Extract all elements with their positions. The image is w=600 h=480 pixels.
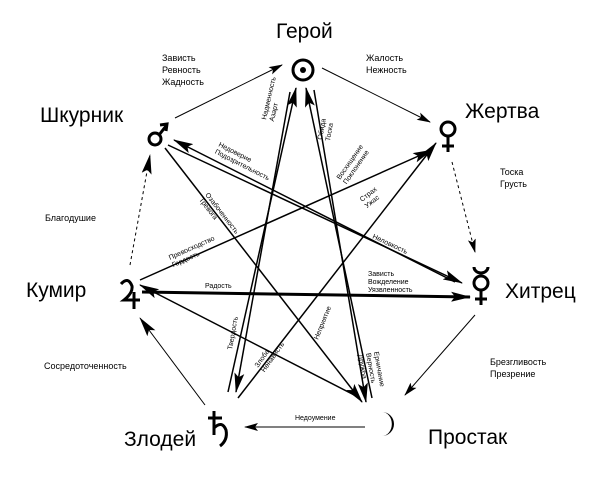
svg-text:Неприятие: Неприятие [313,305,333,340]
svg-text:Тоска: Тоска [325,122,335,141]
label-kumir-khitrets: Радость [205,283,232,290]
svg-text:Азарт: Азарт [269,102,280,123]
svg-text:Вожделение: Вожделение [368,279,409,286]
svg-text:Зависть: Зависть [368,271,394,278]
sun-symbol-icon [291,58,315,82]
label-shkurnik-khitrets: Неловкость [371,233,409,256]
svg-text:Неловкость: Неловкость [371,233,409,256]
arrow-zlodey-to-kumir [139,317,206,406]
arrow-zlodey-to-zhertva [237,142,437,399]
note-kumir-shkurnik: Благодушие [45,213,96,223]
label-shkurnik-zhertva: Недоверие Подозрительность [213,142,270,183]
note-zhertva-khitrets: Тоска Грусть [500,167,527,189]
arrow-shkurnik-to-geroy [174,64,283,119]
note-geroy-zhertva: Жалость Нежность [366,53,407,75]
outer-heptagon-arrows [129,64,476,431]
note-zlodey-kumir: Сосредоточенность [44,361,127,371]
svg-text:Обида: Обида [316,118,328,141]
arrow-khitrets-to-prostak [404,314,476,396]
arrow-zhertva-to-khitrets [451,161,476,253]
node-label-shkurnik: Шкурник [40,104,124,127]
label-prostak-kumir-b: Неприятие [313,305,333,340]
note-khitrets-prostak: Брезгливость Презрение [490,357,547,379]
arrow-shkurnik-to-prostak [164,147,363,403]
label-prostak-zlodey: Недоумение [295,415,336,422]
arrow-kumir-to-zhertva [139,149,433,281]
arrow-prostak-to-kumir [139,284,361,399]
label-khitrets-lower: Зависть Вожделение Уязвленность [368,271,413,294]
node-label-zhertva: Жертва [465,100,540,123]
label-kumir-zhertva: Превосходство Гордость [168,235,216,269]
node-label-zlodey: Злодей [124,428,197,451]
node-label-khitrets: Хитрец [505,280,576,303]
arrow-khitrets-to-shkurnik [173,139,456,283]
arrow-kumir-to-shkurnik [129,154,152,266]
svg-text:Уязвленность: Уязвленность [368,287,413,294]
mercury-symbol-icon [472,266,490,305]
arrow-zlodey-to-geroy [227,87,297,393]
jupiter-symbol-icon [119,279,140,309]
mars-symbol-icon [147,122,169,147]
venus-symbol-icon [439,120,457,152]
arrow-geroy-to-zlodey [234,91,291,393]
inner-edge-labels: Радость Надменность Азарт Твердость Обид… [168,76,413,422]
node-label-geroy: Герой [276,20,333,43]
label-geroy-prostak-a: Обида Тоска [316,118,335,142]
label-zlodey-geroy-a: Надменность Азарт [261,76,280,123]
inner-star-arrows [139,87,471,403]
saturn-symbol-icon [208,411,228,448]
arrow-kumir-to-khitrets [141,290,471,302]
moon-symbol-icon [382,412,394,436]
arrow-geroy-to-zhertva [321,67,431,123]
label-geroy-prostak-b: Ерничание Верность Дружба [356,351,385,387]
arrow-prostak-to-geroy [305,87,373,399]
node-label-kumir: Кумир [26,279,87,302]
node-label-prostak: Простак [428,426,508,449]
note-shkurnik-geroy: Зависть Ревность Жадность [162,53,204,87]
label-prostak-kumir-a: Страх Ужас [359,186,381,210]
label-shkurnik-prostak: Озабоченность Тревога [197,191,240,235]
